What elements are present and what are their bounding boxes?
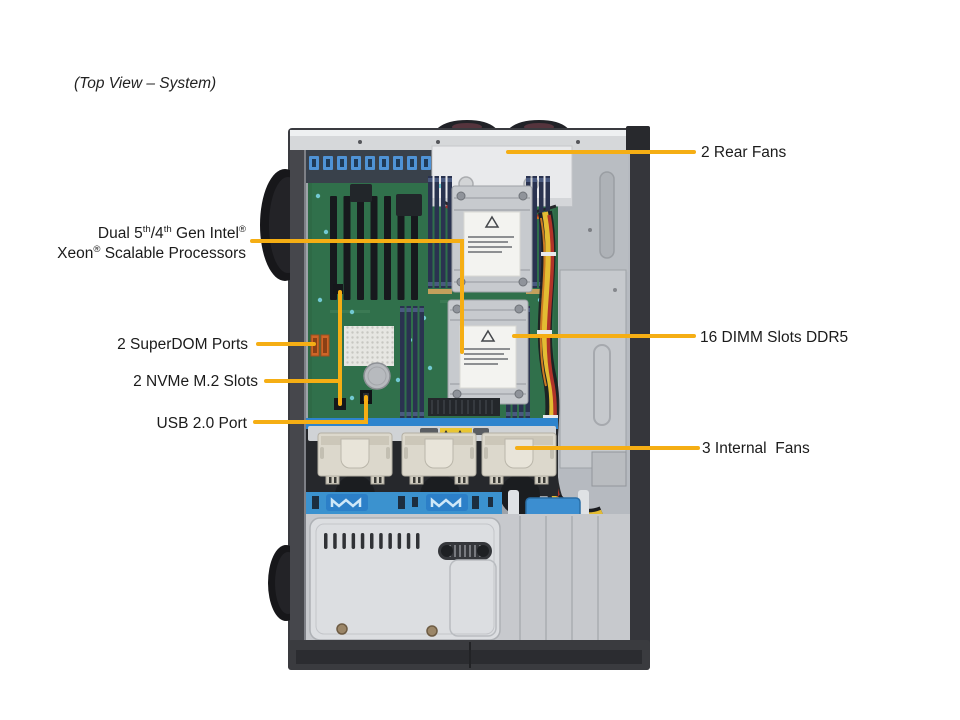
callout-label-internal-fans: 3 Internal Fans	[702, 440, 810, 457]
retention-tab	[508, 490, 519, 518]
figure-caption: (Top View – System)	[74, 75, 217, 92]
pcie-slots	[330, 196, 418, 300]
chassis-bottom-edge	[288, 640, 650, 670]
chip	[350, 184, 372, 202]
drive-bay-area	[288, 490, 650, 670]
callout-line-nvme	[264, 290, 342, 406]
pill-grille	[438, 542, 492, 560]
edge-connector-strip	[428, 398, 500, 416]
screw	[426, 625, 438, 637]
callout-label-usb: USB 2.0 Port	[156, 415, 247, 432]
callout-label-processors: Dual 5th/4th Gen Intel®Xeon® Scalable Pr…	[57, 223, 246, 262]
callout-label-rear-fans: 2 Rear Fans	[701, 144, 787, 161]
callout-line-processors	[250, 239, 464, 354]
callout-label-dimm: 16 DIMM Slots DDR5	[700, 329, 849, 346]
front-panel	[306, 514, 630, 644]
callout-line-usb	[253, 395, 368, 424]
callout-label-superdom: 2 SuperDOM Ports	[117, 336, 248, 353]
cpu1-heatsink	[451, 185, 533, 293]
pin-header-grid	[344, 326, 394, 366]
screw	[336, 623, 348, 635]
psu-panel	[559, 269, 627, 487]
callout-label-nvme: 2 NVMe M.2 Slots	[133, 373, 258, 390]
m2-slot-upper	[333, 284, 343, 294]
callout-lines	[250, 150, 700, 450]
internal-fan	[317, 432, 393, 485]
cpu2-heatsink	[447, 299, 529, 405]
internal-fan	[401, 432, 477, 485]
rear-io-connectors	[306, 150, 434, 183]
air-shroud-edge	[306, 418, 558, 429]
chip	[396, 194, 422, 216]
internal-fan	[481, 432, 557, 485]
vent-slots	[324, 533, 420, 549]
